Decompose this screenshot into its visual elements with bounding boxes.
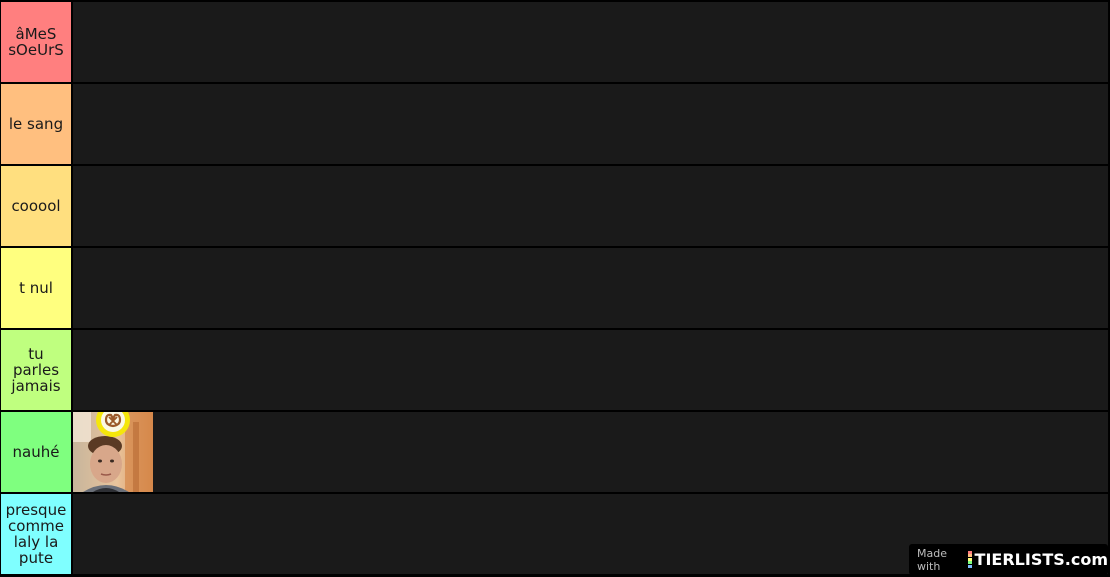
tier-row-1: âMeS sOeUrS bbox=[0, 2, 1110, 82]
tier-drop-area-5[interactable] bbox=[73, 330, 1108, 410]
tier-item-photo[interactable] bbox=[73, 412, 153, 492]
tier-label-4[interactable]: t nul bbox=[1, 248, 71, 328]
tier-drop-area-1[interactable] bbox=[73, 2, 1108, 82]
tier-label-2[interactable]: le sang bbox=[1, 84, 71, 164]
tier-drop-area-2[interactable] bbox=[73, 84, 1108, 164]
tier-row-3: cooool bbox=[0, 166, 1110, 246]
tier-row-5: tu parles jamais bbox=[0, 330, 1110, 410]
tierlists-watermark[interactable]: Made with TIERLISTS.com bbox=[909, 544, 1108, 575]
watermark-brand: TIERLISTS.com bbox=[974, 550, 1108, 569]
portrait-photo-icon bbox=[73, 412, 153, 492]
tierlists-logo-icon bbox=[967, 550, 972, 569]
watermark-made-with: Made with bbox=[917, 546, 947, 573]
tier-drop-area-3[interactable] bbox=[73, 166, 1108, 246]
tier-label-1[interactable]: âMeS sOeUrS bbox=[1, 2, 71, 82]
tier-row-2: le sang bbox=[0, 84, 1110, 164]
tier-label-7[interactable]: presque comme laly la pute bbox=[1, 494, 71, 574]
tier-label-5[interactable]: tu parles jamais bbox=[1, 330, 71, 410]
tier-drop-area-6[interactable] bbox=[73, 412, 1108, 492]
tier-row-6: nauhé bbox=[0, 412, 1110, 492]
tier-row-4: t nul bbox=[0, 248, 1110, 328]
tier-drop-area-4[interactable] bbox=[73, 248, 1108, 328]
tier-label-6[interactable]: nauhé bbox=[1, 412, 71, 492]
tier-row-7: presque comme laly la pute bbox=[0, 494, 1110, 574]
tier-label-3[interactable]: cooool bbox=[1, 166, 71, 246]
